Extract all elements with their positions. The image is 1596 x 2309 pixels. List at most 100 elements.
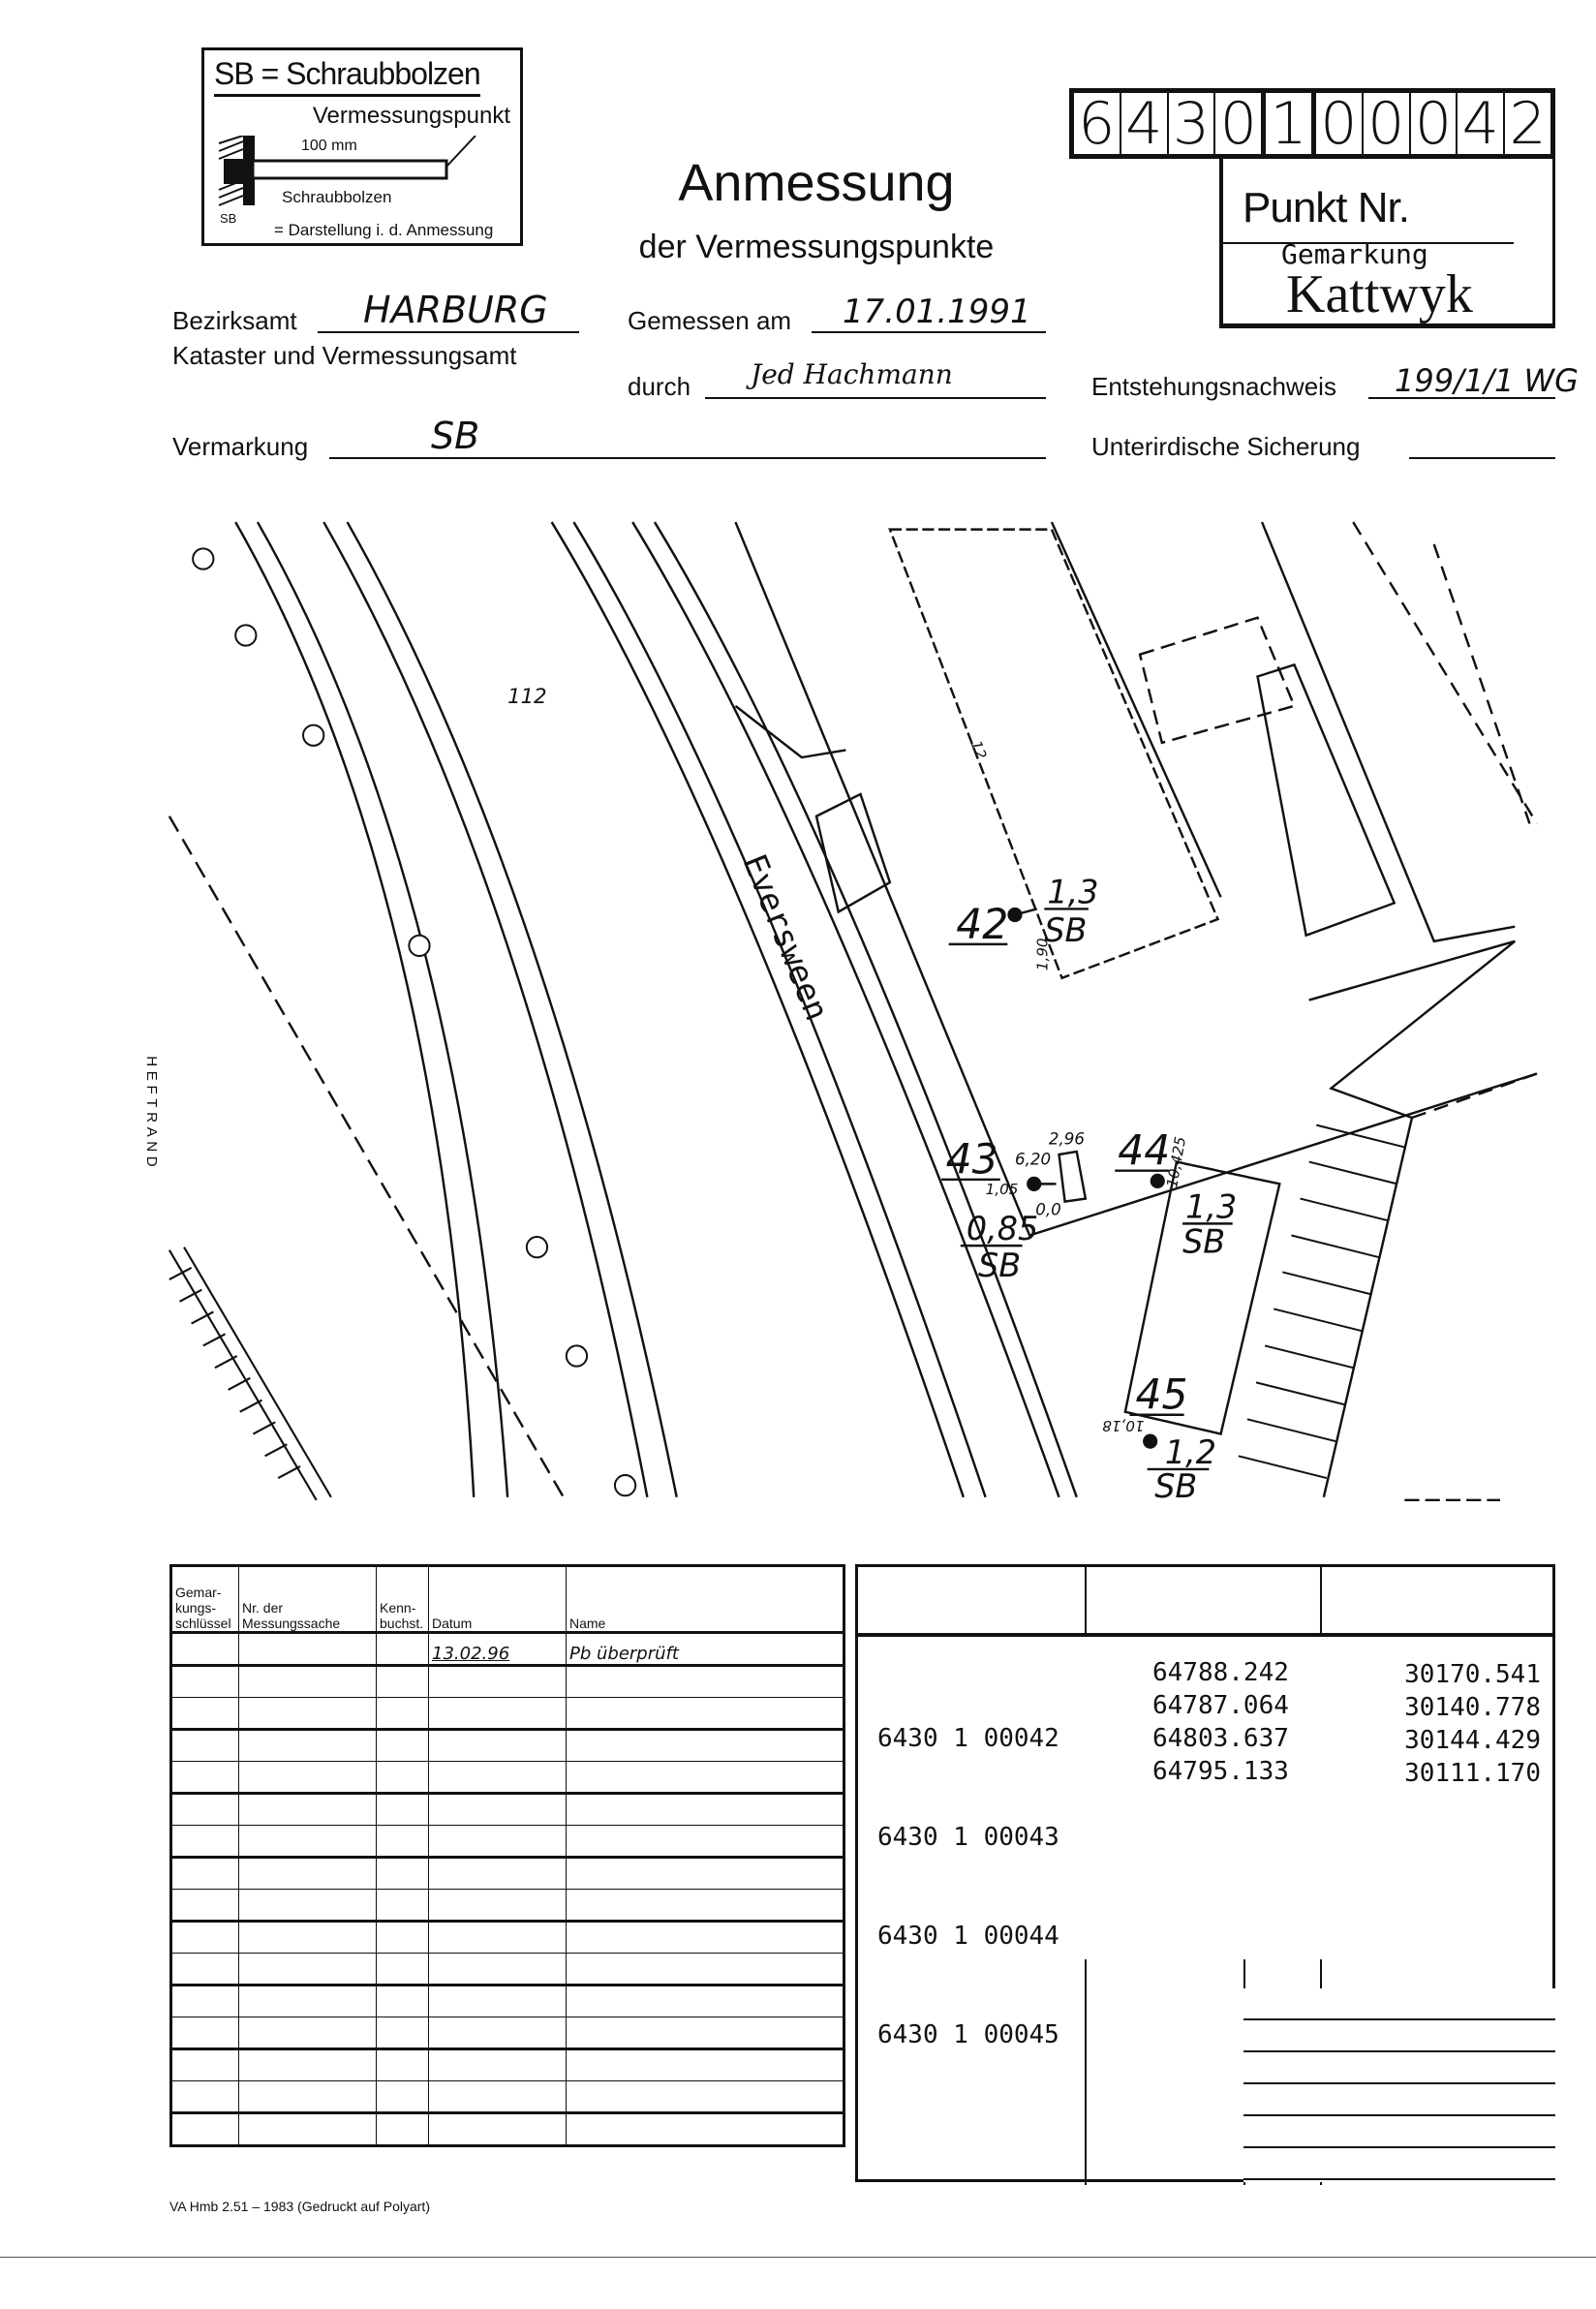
point-measure: 1,05 [986,1181,1019,1198]
heftrand-label: HEFTRAND [143,1056,160,1171]
punkt-nr-label: Punkt Nr. [1243,184,1410,231]
point-id: 43 [946,1137,998,1185]
page-title: Anmessung [678,154,955,212]
col-header: Kenn- buchst. [376,1565,429,1634]
table-row: 13.02.96 Pb überprüft [170,1632,844,1667]
bezirksamt-label: Bezirksamt [172,306,297,335]
tree-icon [234,624,258,647]
coord-x: 64795.133 [1152,1757,1289,1786]
digit: 2 [1509,90,1547,158]
building-label: 12 [967,738,991,761]
coord-y: 30144.429 [1404,1726,1541,1755]
point-id: 45 [1135,1372,1187,1420]
legend-subtitle: Vermessungspunkt [312,103,510,129]
gemarkung-label: Gemarkung [1281,238,1428,270]
punkt-box: Punkt Nr. Gemarkung Kattwyk [1219,159,1555,328]
hatched-boundary [168,1247,332,1501]
survey-point-45 [1143,1433,1158,1449]
digit: 3 [1169,93,1216,155]
point-id: 44 [1118,1128,1170,1176]
survey-point-42 [1007,907,1023,923]
tree-icon [408,934,431,957]
digit: 0 [1364,93,1411,155]
coord-row: 6430 1 00043 [877,1823,1059,1852]
tree-icon [192,547,215,570]
durch-label: durch [628,372,691,401]
gemarkung-value: Kattwyk [1286,264,1473,324]
vermarkung-value: SB [431,415,480,457]
point-extra: 0,0 [1035,1199,1061,1218]
gemessen-value: 17.01.1991 [843,292,1031,331]
bolt-diagram-icon [218,136,476,206]
survey-point-43 [1027,1176,1042,1191]
bezirksamt-value: HARBURG [363,289,548,331]
survey-point-44 [1150,1173,1165,1188]
kataster-label: Kataster und Vermessungsamt [172,341,517,370]
street-name: Eversween [736,849,837,1026]
tree-icon [525,1236,549,1259]
legend-bolt-label: Schraubbolzen [282,188,392,206]
page-subtitle: der Vermessungspunkte [638,229,995,265]
digit: 0 [1215,93,1267,155]
point-bottom: SB [1182,1223,1225,1261]
tree-icon [302,723,325,747]
point-top: 1,3 [1185,1187,1237,1225]
coord-x: 64787.064 [1152,1691,1289,1720]
coord-row: 6430 1 00044 [877,1922,1059,1951]
digit: 4 [1121,93,1169,155]
point-extra: 6,20 [1015,1150,1051,1169]
point-top: 1,3 [1047,873,1098,910]
form-footer: VA Hmb 2.51 – 1983 (Gedruckt auf Polyart… [169,2199,430,2214]
legend-symbol-desc: = Darstellung i. d. Anmessung [274,221,494,239]
point-top: 1,2 [1165,1433,1216,1471]
legend-symbol: SB [220,211,237,226]
parcel-number: 112 [507,685,547,709]
legend-dimension: 100 mm [301,138,357,154]
tree-icon [565,1344,589,1368]
unterirdisch-label: Unterirdische Sicherung [1091,432,1361,461]
digit: 0 [1316,93,1364,155]
point-bottom: SB [1044,911,1087,949]
coord-y: 30170.541 [1404,1660,1541,1689]
cell-date: 13.02.96 [428,1632,567,1667]
vermarkung-label: Vermarkung [172,432,309,461]
coord-row: 6430 1 00042 [877,1724,1059,1753]
point-measure: 10,18 [1102,1417,1144,1434]
legend-box: SB = Schraubbolzen Vermessungspunkt 100 … [201,47,523,246]
survey-point-markers [1007,907,1165,1449]
point-top: 0,85 [967,1210,1038,1247]
point-extra: 2,96 [1049,1128,1085,1148]
digit: 0 [1411,93,1458,155]
col-header: Datum [428,1565,567,1634]
digit: 1 [1266,93,1316,155]
col-header: Nr. der Messungssache [238,1565,377,1634]
cell [170,1632,239,1667]
gemessen-label: Gemessen am [628,306,792,335]
revision-table: Gemar- kungs- schlüssel Nr. der Messungs… [169,1564,845,2147]
tree-icons [192,547,637,1497]
coord-x: 64803.637 [1152,1724,1289,1753]
cell [376,1632,429,1667]
coord-y: 30111.170 [1404,1759,1541,1788]
entstehung-value: 199/1/1 WG [1395,362,1579,399]
col-header: Name [566,1565,844,1634]
coordinates-table: 6430 1 00042 6430 1 00043 6430 1 00044 6… [855,1564,1555,2185]
coord-row: 6430 1 00045 [877,2020,1059,2049]
point-id: 42 [956,902,1008,949]
digit: 4 [1458,93,1506,155]
point-number-box: 6 4 3 0 1 0 0 0 4 2 [1069,88,1555,159]
coord-points: 6430 1 00042 6430 1 00043 6430 1 00044 6… [877,1656,1059,2117]
coord-x: 64788.242 [1152,1658,1289,1687]
digit: 6 [1074,93,1121,155]
point-bottom: SB [978,1247,1021,1284]
point-bottom: SB [1154,1467,1197,1505]
legend-title: SB = Schraubbolzen [214,56,481,97]
entstehung-label: Entstehungsnachweis [1091,372,1336,401]
point-measure: 1,90 [1033,938,1051,970]
cell [238,1632,377,1667]
tree-icon [613,1474,637,1497]
coord-y: 30140.778 [1404,1693,1541,1722]
cell-name: Pb überprüft [566,1632,844,1667]
durch-signature: Jed Hachmann [751,358,953,390]
